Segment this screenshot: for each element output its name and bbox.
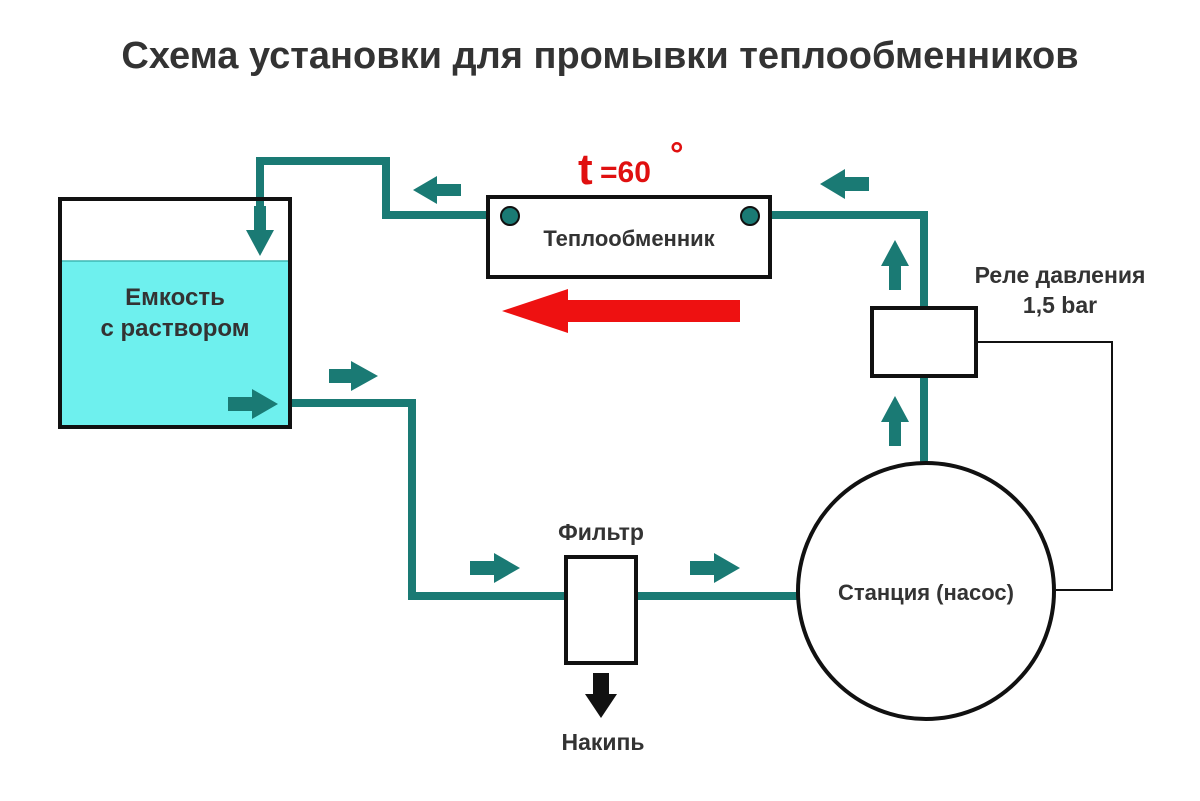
pump-station-circle [796, 461, 1056, 721]
filter-label: Фильтр [558, 519, 644, 545]
temperature-value: =60 [600, 156, 651, 189]
flow-arrow-left-icon [413, 176, 461, 204]
temperature-degree: ° [670, 136, 684, 174]
relay-label-line1: Реле давления [975, 262, 1146, 288]
pipe-network [256, 157, 928, 600]
flow-arrow-up-icon [881, 396, 909, 446]
pipe-tank-to-filter [290, 399, 566, 600]
relay-control-wire [976, 341, 1113, 591]
heat-exchanger-label: Теплообменник [543, 226, 715, 251]
temperature-symbol: t [578, 145, 593, 194]
hot-flow-arrow [502, 289, 740, 333]
filter: Фильтр Накипь [558, 519, 644, 755]
pressure-relay-box [870, 306, 978, 378]
tank: Емкость с раствором [58, 197, 292, 429]
pump-station-label: Станция (насос) [838, 580, 1014, 605]
relay-label-line2: 1,5 bar [1023, 292, 1097, 318]
heat-exchanger-inlet-port [740, 206, 760, 226]
heat-exchanger: Теплообменник [486, 195, 772, 279]
pipe-tank-to-heat-exchanger [256, 157, 510, 225]
pressure-relay: Реле давления 1,5 bar [870, 262, 1146, 591]
heat-exchanger-outlet-port [500, 206, 520, 226]
pipe-heat-exchanger-to-relay [748, 211, 928, 308]
flow-arrow-right-icon [228, 389, 278, 419]
flow-arrow-right-icon [690, 553, 740, 583]
temperature-marker: t =60 ° [578, 136, 684, 194]
flow-arrow-down-icon [246, 206, 274, 256]
flow-arrow-up-icon [881, 240, 909, 290]
flow-arrows [228, 169, 909, 583]
heat-exchanger-box [486, 195, 772, 279]
scale-drain-arrow [585, 673, 617, 718]
tank-label-line1: Емкость [125, 284, 225, 311]
tank-label-line2: с раствором [101, 315, 250, 342]
flow-arrow-right-icon [329, 361, 378, 391]
filter-body [564, 555, 638, 665]
scale-label: Накипь [561, 729, 644, 755]
flow-arrow-left-icon [820, 169, 869, 199]
pump-station: Станция (насос) [796, 461, 1056, 721]
diagram-title: Схема установки для промывки теплообменн… [121, 35, 1078, 77]
flow-arrow-right-icon [470, 553, 520, 583]
tank-outline [58, 197, 292, 429]
